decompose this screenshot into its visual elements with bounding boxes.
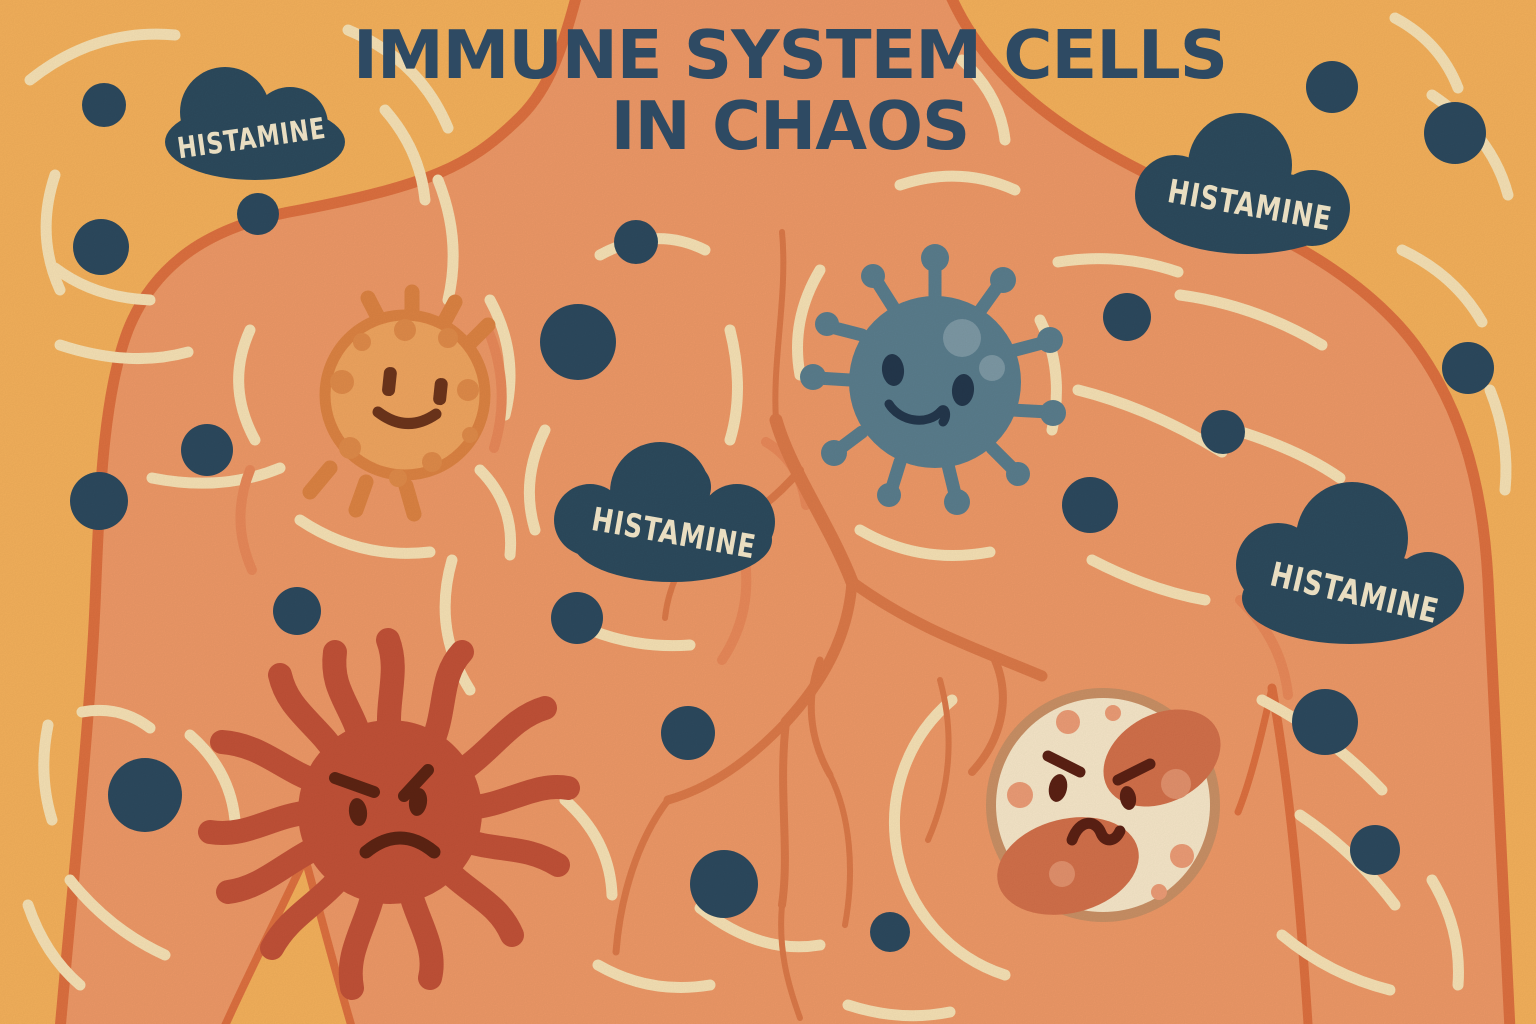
page-title: IMMUNE SYSTEM CELLS IN CHAOS — [353, 16, 1228, 166]
title-line-1: IMMUNE SYSTEM CELLS — [353, 16, 1228, 94]
title-line-2: IN CHAOS — [610, 87, 971, 166]
